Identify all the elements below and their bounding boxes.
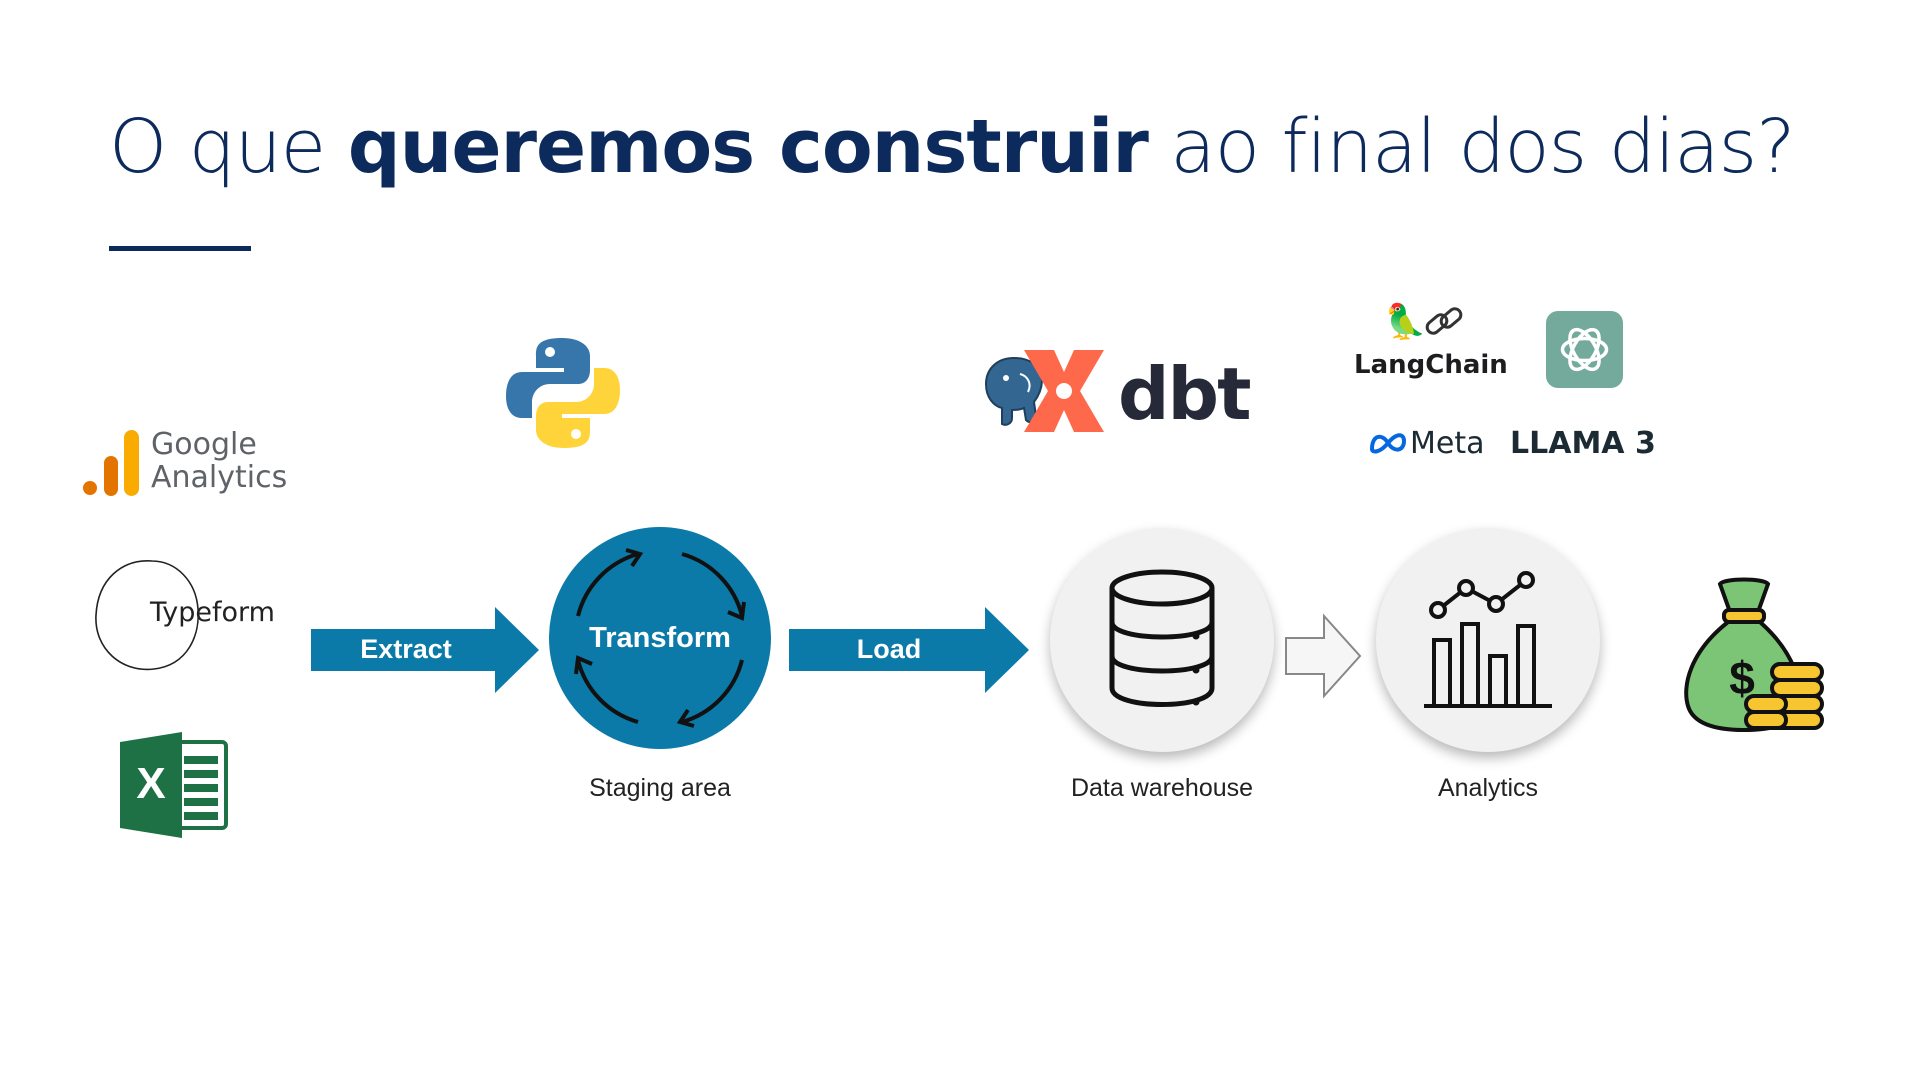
parrot-icon: 🦜 xyxy=(1384,303,1427,341)
google-analytics-line1: Google xyxy=(151,427,257,462)
extract-label: Extract xyxy=(360,634,452,664)
outline-arrow-icon xyxy=(1284,612,1362,700)
coins-icon xyxy=(1744,662,1824,730)
python-logo-icon xyxy=(506,336,620,450)
transform-cycle-icon xyxy=(548,526,772,750)
excel-icon: X xyxy=(120,732,228,838)
title-after: ao final dos dias? xyxy=(1147,104,1795,190)
meta-label: Meta xyxy=(1410,426,1485,461)
extract-arrow xyxy=(311,605,541,695)
analytics-caption: Analytics xyxy=(1437,774,1539,802)
typeform-label: Typeform xyxy=(150,597,275,628)
title-underline xyxy=(109,246,251,251)
analytics-circle xyxy=(1376,528,1600,752)
transform-label: Transform xyxy=(589,622,731,654)
google-analytics-icon xyxy=(82,428,142,496)
postgres-elephant-icon xyxy=(982,354,1046,428)
title-bold: queremos construir xyxy=(347,104,1149,190)
llama-label: LLAMA 3 xyxy=(1510,426,1656,461)
excel-letter: X xyxy=(136,759,165,808)
openai-logo-icon xyxy=(1546,311,1623,388)
data-warehouse-circle xyxy=(1050,528,1274,752)
meta-infinity-icon xyxy=(1368,431,1408,455)
google-analytics-label: Google Analytics xyxy=(151,428,287,494)
langchain-label: LangChain xyxy=(1354,350,1508,380)
analytics-chart-icon xyxy=(1424,571,1552,708)
chain-link-icon xyxy=(1424,304,1464,340)
page-title: O que queremos construir ao final dos di… xyxy=(109,104,1795,190)
money-bag-icon: $ xyxy=(1680,576,1830,738)
database-icon xyxy=(1109,569,1215,707)
load-arrow xyxy=(789,605,1031,695)
staging-area-caption: Staging area xyxy=(589,774,731,802)
dbt-label: dbt xyxy=(1118,352,1251,436)
title-before: O que xyxy=(109,104,348,190)
data-warehouse-caption: Data warehouse xyxy=(1070,774,1254,802)
google-analytics-line2: Analytics xyxy=(151,460,288,495)
dbt-logo-icon xyxy=(1018,346,1110,436)
load-label: Load xyxy=(856,634,922,664)
typeform-scribble-icon xyxy=(92,557,204,675)
